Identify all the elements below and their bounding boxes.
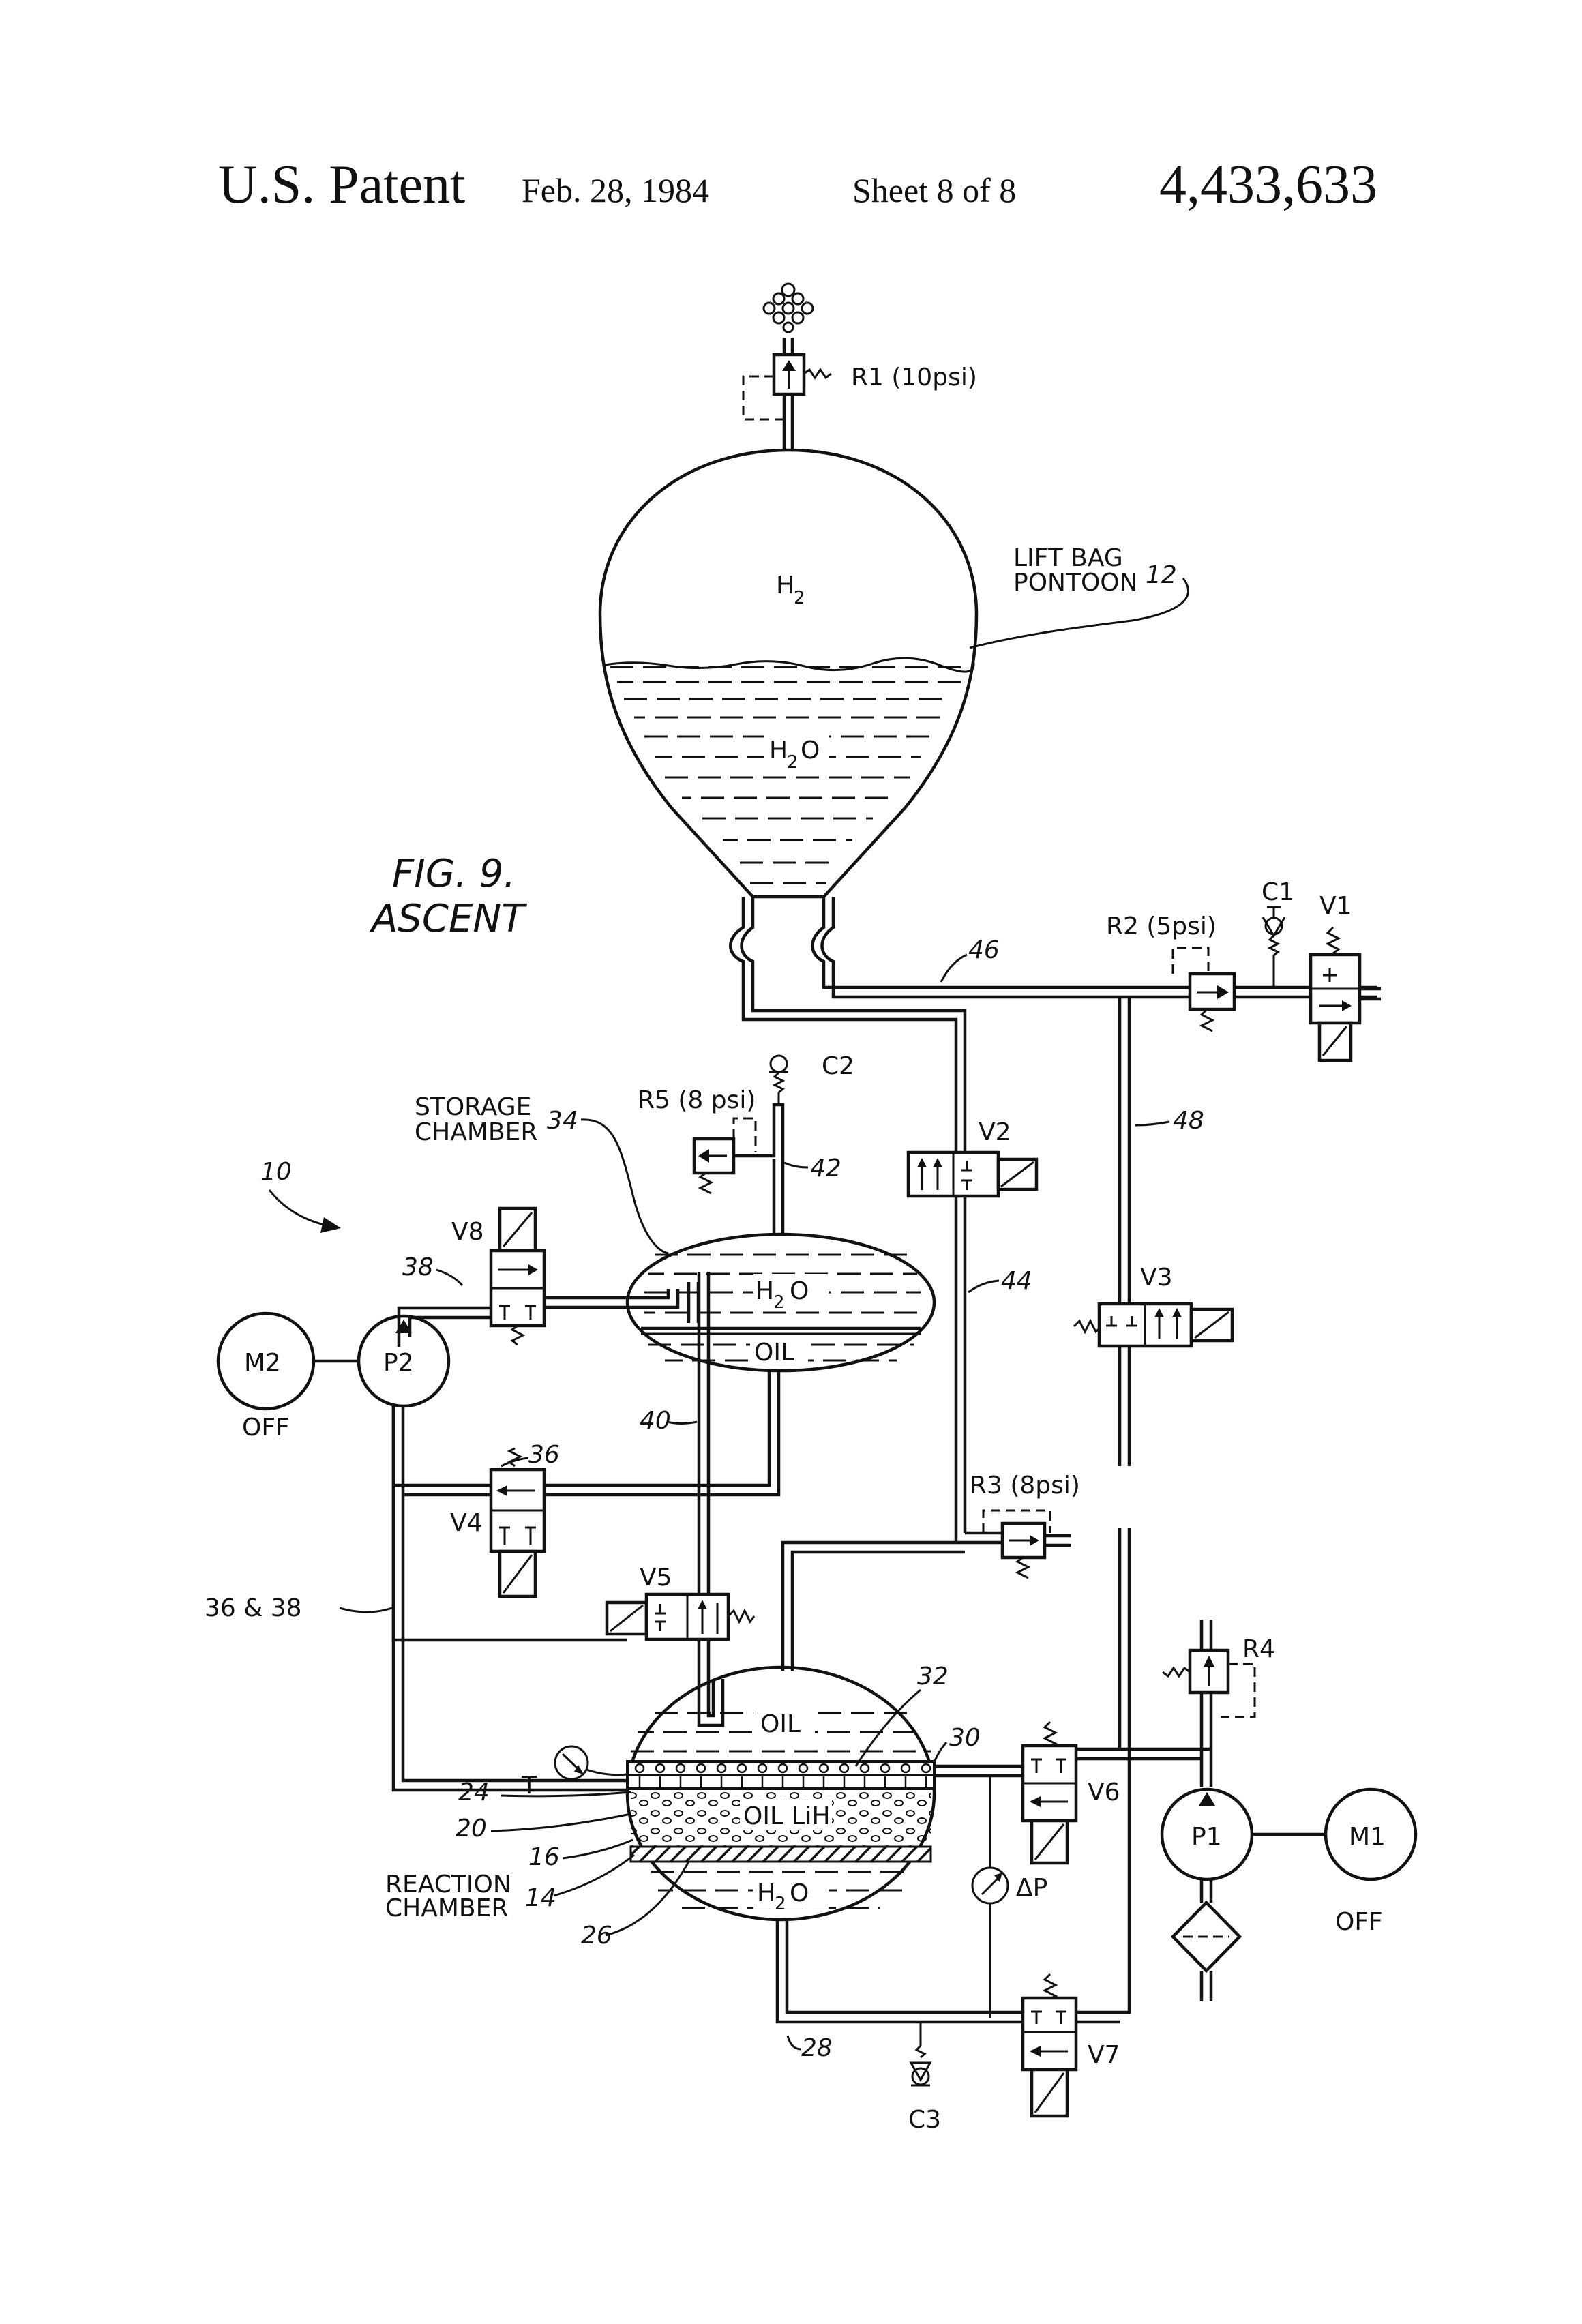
solenoid-valve-v6: [1023, 1722, 1076, 1863]
pipe-reaction-top: [783, 1543, 965, 1671]
relief-valve-r3: [956, 1510, 1071, 1578]
m1-label: M1: [1349, 1823, 1386, 1851]
storage-h2o-o: O: [790, 1277, 809, 1305]
r5-label: R5 (8 psi): [638, 1086, 756, 1114]
pontoon-outlet-pipes: [730, 897, 1377, 1543]
ref-30: 30: [949, 1724, 981, 1752]
r2-label: R2 (5psi): [1106, 912, 1217, 940]
reaction-label-2: CHAMBER: [385, 1894, 508, 1922]
solenoid-valve-v1: [1311, 927, 1381, 1060]
h2-label: H: [776, 571, 794, 599]
ref-32: 32: [917, 1663, 949, 1690]
solenoid-valve-v3: [1074, 1304, 1232, 1346]
v7-label: V7: [1088, 2041, 1120, 2069]
reaction-h2o-sub: 2: [775, 1894, 786, 1914]
lift-bag-label: LIFT BAG: [1013, 544, 1123, 572]
ref-16: 16: [528, 1843, 560, 1871]
reaction-h2o-h: H: [757, 1879, 775, 1907]
gas-bubbles-icon: [764, 284, 813, 332]
v3-label: V3: [1140, 1264, 1173, 1292]
v1-label: V1: [1319, 892, 1352, 920]
storage-oil-label: OIL: [754, 1339, 794, 1367]
solenoid-valve-v5: [607, 1594, 754, 1639]
ref-46: 46: [968, 936, 1000, 964]
pressure-differential-gauge-icon: [972, 1776, 1008, 2018]
ref-10-arrow-icon: [320, 1217, 341, 1233]
m2-label: M2: [244, 1349, 281, 1377]
ref-34: 34: [547, 1107, 578, 1135]
ref-36-38: 36 & 38: [205, 1594, 302, 1622]
relief-valve-r4: [1163, 1620, 1255, 1758]
storage-label-2: CHAMBER: [415, 1118, 537, 1146]
p1-label: P1: [1191, 1823, 1222, 1851]
h2o-top-h: H: [769, 736, 788, 764]
c1-label: C1: [1262, 878, 1294, 906]
temperature-gauge-icon: [555, 1746, 627, 1779]
storage-label-1: STORAGE: [415, 1093, 531, 1121]
p2-label: P2: [383, 1349, 414, 1377]
c3-label: C3: [908, 2106, 941, 2134]
v8-label: V8: [451, 1218, 484, 1246]
motor-m1-status: OFF: [1335, 1908, 1383, 1936]
v5-label: V5: [640, 1564, 672, 1592]
pipe-48: [1120, 997, 1129, 1749]
h2-subscript: 2: [794, 588, 805, 608]
pontoon-label: PONTOON: [1013, 569, 1138, 597]
ref-44: 44: [1001, 1267, 1032, 1295]
ref-10: 10: [260, 1158, 292, 1186]
h2o-top-sub: 2: [787, 752, 799, 773]
lift-bag-pontoon: [600, 450, 976, 897]
r3-label: R3 (8psi): [970, 1472, 1080, 1500]
ref-36: 36: [528, 1441, 560, 1469]
ref-38: 38: [402, 1253, 434, 1281]
solenoid-valve-v4: [491, 1448, 544, 1596]
pump-p1: [1162, 1749, 1326, 2001]
reaction-oil-label: OIL: [760, 1710, 801, 1738]
r4-label: R4: [1242, 1635, 1275, 1663]
relief-valve-r1: [743, 338, 831, 450]
v4-label: V4: [450, 1509, 483, 1537]
ref-40: 40: [640, 1407, 671, 1435]
relief-valve-r5: [694, 1105, 783, 1234]
ref-42: 42: [810, 1154, 841, 1182]
ref-20: 20: [456, 1815, 487, 1843]
oil-lih-label: OIL LiH: [743, 1802, 831, 1830]
ref-28: 28: [801, 2034, 833, 2062]
v2-label: V2: [979, 1118, 1011, 1146]
storage-h2o-sub: 2: [773, 1292, 785, 1313]
storage-h2o-h: H: [756, 1277, 774, 1305]
check-valve-c3: [911, 2022, 930, 2085]
solenoid-valve-v8: [491, 1208, 544, 1345]
check-valve-c2: [769, 1056, 788, 1105]
figure-subtitle: ASCENT: [370, 897, 527, 941]
motor-m2-status: OFF: [242, 1414, 290, 1442]
ref-14: 14: [525, 1884, 556, 1912]
ref-24: 24: [458, 1778, 490, 1806]
check-valve-c1: [1263, 907, 1285, 987]
relief-valve-r2: [1173, 948, 1234, 1031]
reaction-h2o-o: O: [790, 1879, 809, 1907]
ref-12: 12: [1146, 561, 1177, 589]
solenoid-valve-v2: [908, 1152, 1036, 1196]
r1-label: R1 (10psi): [851, 363, 977, 391]
h2o-top-o: O: [801, 736, 820, 764]
c2-label: C2: [822, 1052, 854, 1080]
v6-label: V6: [1088, 1778, 1120, 1806]
solenoid-valve-v7: [1023, 1974, 1076, 2116]
figure-title: FIG. 9.: [392, 852, 516, 896]
ref-48: 48: [1173, 1107, 1204, 1135]
dp-label: ΔP: [1016, 1874, 1047, 1902]
